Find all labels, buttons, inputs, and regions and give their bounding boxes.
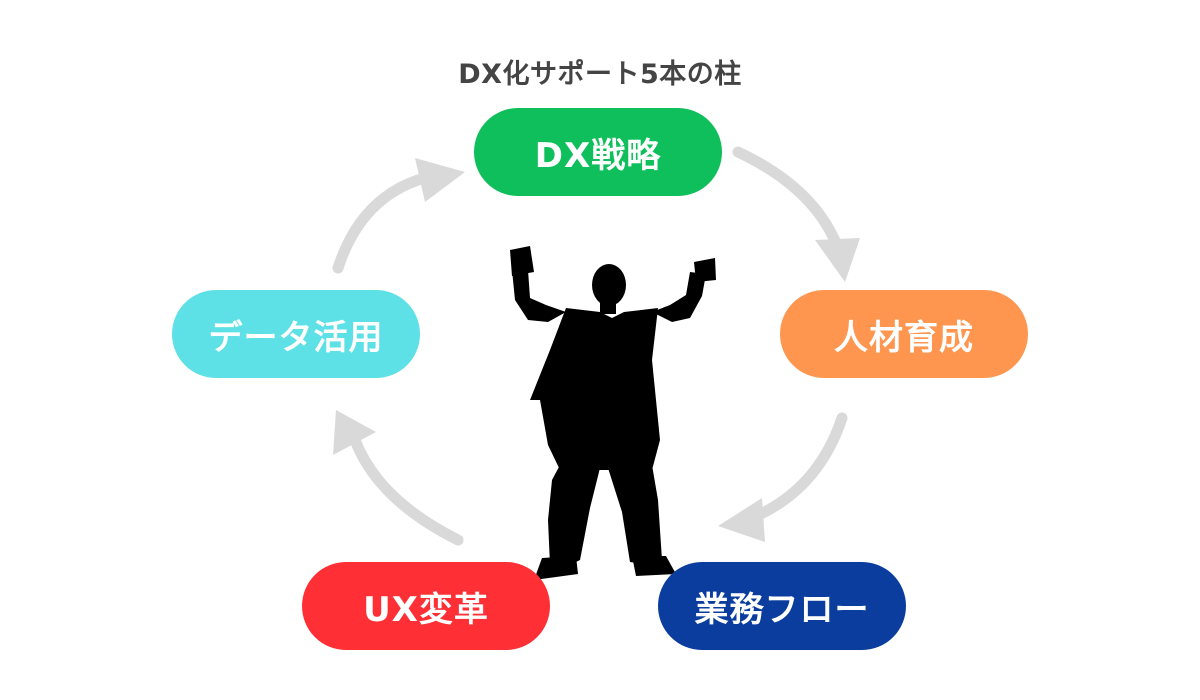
- pillar-data-utilization: データ活用: [172, 290, 420, 378]
- curved-arrow-icon: [732, 146, 844, 254]
- arrowhead-icon: [718, 498, 765, 542]
- pillar-dx-strategy: DX戦略: [474, 108, 722, 196]
- curved-arrow-icon: [746, 412, 848, 524]
- curved-arrow-icon: [332, 174, 424, 274]
- arrowhead-icon: [815, 238, 860, 282]
- curved-arrow-icon: [349, 434, 464, 546]
- arrowhead-icon: [415, 158, 465, 202]
- pillar-ux-transformation: UX変革: [302, 562, 550, 650]
- arrowhead-icon: [333, 410, 376, 455]
- pillar-business-flow: 業務フロー: [658, 562, 906, 650]
- diagram-title: DX化サポート5本の柱: [458, 59, 742, 90]
- pillar-hr-development: 人材育成: [780, 290, 1028, 378]
